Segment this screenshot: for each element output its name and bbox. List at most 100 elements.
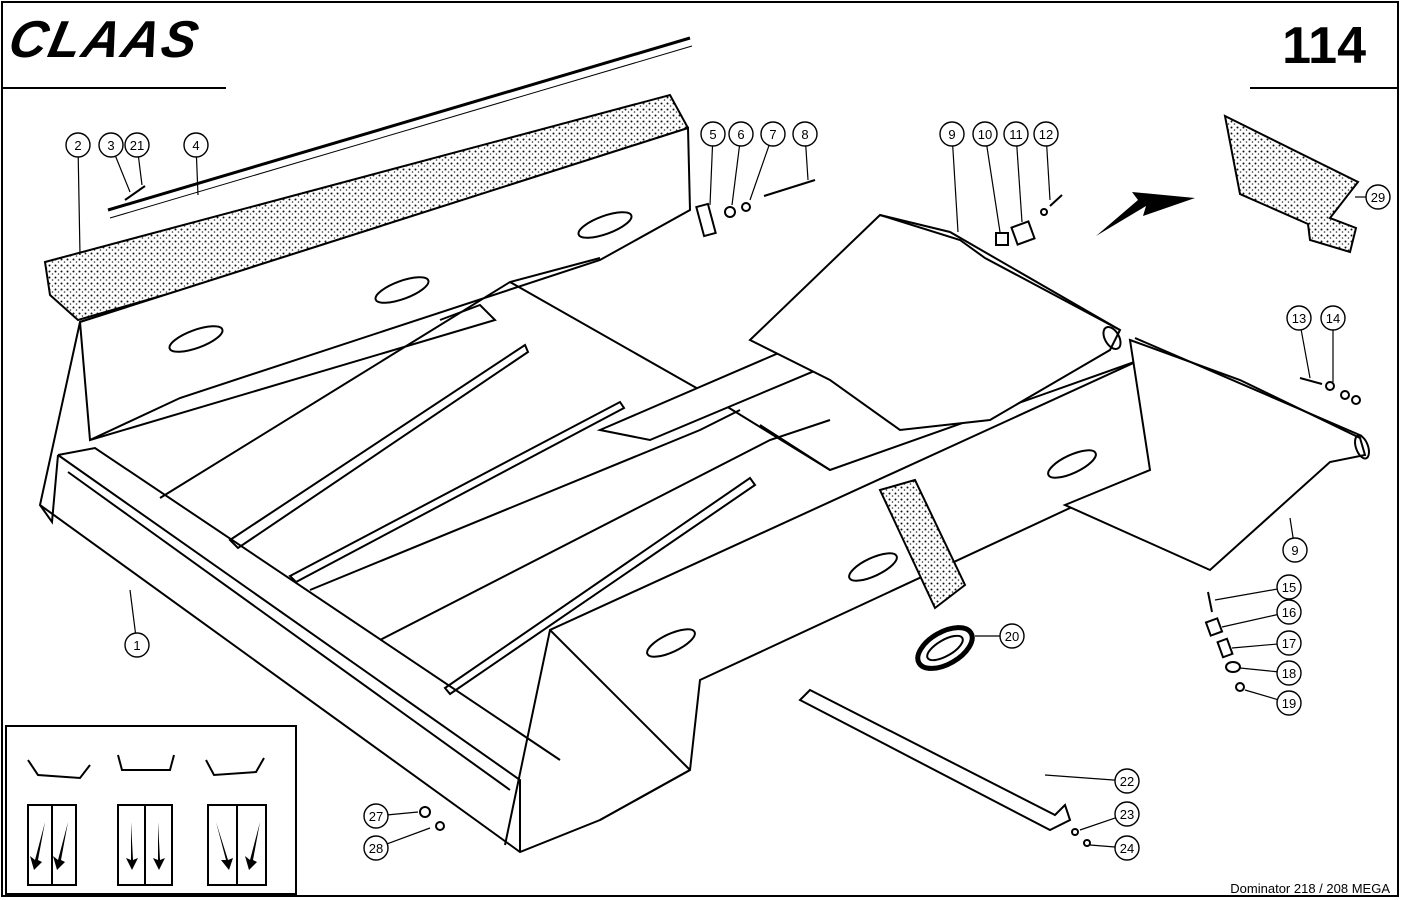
leader-line-c1 bbox=[129, 589, 137, 634]
callout-c14: 14 bbox=[1320, 305, 1346, 331]
leader-line-c15 bbox=[1214, 588, 1278, 601]
callout-label: 9 bbox=[1291, 543, 1298, 558]
part-9-upper-wing bbox=[748, 213, 1122, 432]
callout-label: 18 bbox=[1282, 666, 1296, 681]
callout-c11: 11 bbox=[1003, 121, 1029, 147]
callout-c20: 20 bbox=[999, 623, 1025, 649]
callout-label: 29 bbox=[1371, 190, 1385, 205]
callout-leaders bbox=[77, 145, 1366, 848]
callout-circle bbox=[98, 132, 124, 158]
callout-circle bbox=[363, 803, 389, 829]
leader-line-c3 bbox=[114, 155, 131, 193]
hardware-parts bbox=[124, 179, 1361, 847]
callout-label: 2 bbox=[74, 138, 81, 153]
callout-label: 22 bbox=[1120, 774, 1134, 789]
callout-circle bbox=[1114, 801, 1140, 827]
callout-label: 10 bbox=[978, 127, 992, 142]
callout-c21: 21 bbox=[124, 132, 150, 158]
callout-c4: 4 bbox=[183, 132, 209, 158]
callout-c10: 10 bbox=[972, 121, 998, 147]
leader-line-c28 bbox=[387, 827, 431, 845]
callout-label: 9 bbox=[948, 127, 955, 142]
callout-label: 6 bbox=[737, 127, 744, 142]
callout-label: 19 bbox=[1282, 696, 1296, 711]
callout-circle bbox=[1276, 660, 1302, 686]
callout-label: 28 bbox=[369, 841, 383, 856]
model-caption: Dominator 218 / 208 MEGA bbox=[1230, 881, 1390, 896]
callout-circle bbox=[363, 835, 389, 861]
callout-label: 8 bbox=[801, 127, 808, 142]
callout-c29: 29 bbox=[1365, 184, 1391, 210]
callout-circle bbox=[1320, 305, 1346, 331]
callout-c2: 2 bbox=[65, 132, 91, 158]
callout-label: 1 bbox=[133, 638, 140, 653]
callout-c24: 24 bbox=[1114, 835, 1140, 861]
leader-line-c11 bbox=[1016, 145, 1023, 223]
callout-c23: 23 bbox=[1114, 801, 1140, 827]
callout-circle bbox=[728, 121, 754, 147]
callout-label: 17 bbox=[1282, 636, 1296, 651]
callout-label: 12 bbox=[1039, 127, 1053, 142]
leader-line-c23 bbox=[1079, 817, 1116, 831]
callout-label: 16 bbox=[1282, 605, 1296, 620]
callout-label: 15 bbox=[1282, 580, 1296, 595]
callout-circle bbox=[1282, 537, 1308, 563]
part-22-support-bar bbox=[798, 688, 1072, 832]
callout-label: 20 bbox=[1005, 629, 1019, 644]
callout-circle bbox=[1365, 184, 1391, 210]
leader-line-c16 bbox=[1221, 614, 1278, 628]
callout-c5: 5 bbox=[700, 121, 726, 147]
callout-label: 27 bbox=[369, 809, 383, 824]
callout-c9a: 9 bbox=[939, 121, 965, 147]
callout-c13: 13 bbox=[1286, 305, 1312, 331]
leader-line-c19 bbox=[1244, 689, 1278, 701]
leader-line-c4 bbox=[195, 156, 199, 196]
callout-c17: 17 bbox=[1276, 630, 1302, 656]
callout-c27: 27 bbox=[363, 803, 389, 829]
leader-line-c7 bbox=[749, 145, 770, 201]
leader-line-c18 bbox=[1239, 667, 1278, 673]
callout-circle bbox=[1003, 121, 1029, 147]
configuration-arrows bbox=[30, 822, 260, 870]
callout-circle bbox=[1114, 835, 1140, 861]
leader-line-c10 bbox=[986, 145, 1001, 233]
callout-circle bbox=[1033, 121, 1059, 147]
callout-circle bbox=[939, 121, 965, 147]
callout-label: 4 bbox=[192, 138, 199, 153]
callout-c7: 7 bbox=[760, 121, 786, 147]
leader-line-c5 bbox=[709, 145, 714, 206]
callout-circle bbox=[65, 132, 91, 158]
callout-c9b: 9 bbox=[1282, 537, 1308, 563]
callout-c19: 19 bbox=[1276, 690, 1302, 716]
callout-circle bbox=[183, 132, 209, 158]
callout-c6: 6 bbox=[728, 121, 754, 147]
callout-circle bbox=[1286, 305, 1312, 331]
leader-line-c13 bbox=[1300, 329, 1311, 379]
callout-circle bbox=[999, 623, 1025, 649]
callout-c8: 8 bbox=[792, 121, 818, 147]
callout-circle bbox=[1114, 768, 1140, 794]
callout-label: 11 bbox=[1009, 127, 1023, 142]
callout-circle bbox=[1276, 574, 1302, 600]
callout-circle bbox=[1276, 690, 1302, 716]
callout-c1: 1 bbox=[124, 632, 150, 658]
direction-arrow bbox=[1096, 192, 1195, 236]
callout-circle bbox=[972, 121, 998, 147]
callout-label: 13 bbox=[1292, 311, 1306, 326]
page-number: 114 bbox=[1282, 17, 1366, 75]
leader-line-c9b bbox=[1289, 517, 1294, 539]
callout-label: 5 bbox=[709, 127, 716, 142]
callout-label: 7 bbox=[769, 127, 776, 142]
part-29-guard bbox=[1223, 114, 1360, 254]
callout-c18: 18 bbox=[1276, 660, 1302, 686]
callout-c22: 22 bbox=[1114, 768, 1140, 794]
leader-line-c12 bbox=[1046, 145, 1051, 201]
vertical-brace bbox=[878, 478, 967, 610]
callout-label: 21 bbox=[130, 138, 144, 153]
callout-c16: 16 bbox=[1276, 599, 1302, 625]
callout-c28: 28 bbox=[363, 835, 389, 861]
